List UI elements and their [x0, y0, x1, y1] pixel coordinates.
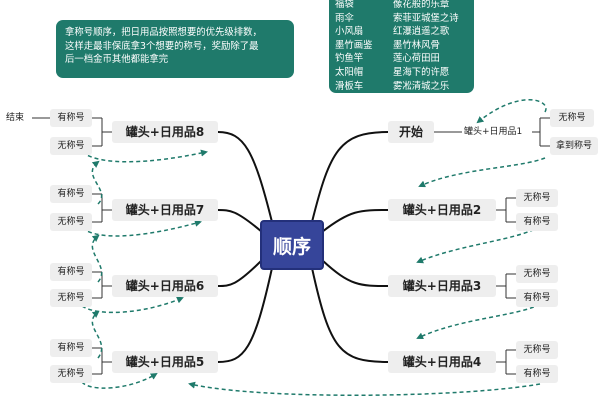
item-name: 福袋 — [335, 0, 354, 10]
start-sub-node: 罐头+日用品1 — [464, 127, 523, 137]
title-row: 雨伞 索菲亚城堡之诗 — [335, 12, 468, 26]
node-4-no-title: 无称号 — [516, 341, 558, 359]
item-name: 滑板车 — [335, 80, 364, 92]
branch-line-5 — [217, 267, 273, 363]
note-line: 后一档金币其他都能拿完 — [65, 54, 169, 66]
title-name: 像花般的乐章 — [393, 0, 450, 10]
title-row: 太阳帽 星海下的许愿 — [335, 66, 468, 80]
title-name: 莲心荷田田 — [393, 53, 440, 65]
node-item-4: 罐头+日用品4 — [388, 351, 496, 373]
thin-connectors — [32, 117, 550, 375]
info-note-left: 拿称号顺序，把日用品按照想要的优先级排数， 这样走最非保底拿3个想要的称号，奖励… — [56, 20, 294, 78]
note-line: 拿称号顺序，把日用品按照想要的优先级排数， — [65, 27, 262, 38]
node-8-no-title: 无称号 — [50, 137, 92, 155]
branch-line-6 — [217, 259, 263, 287]
title-row: 小风扇 红瀑逍遥之歌 — [335, 25, 468, 39]
title-name: 索菲亚城堡之诗 — [393, 12, 459, 24]
node-6-no-title: 无称号 — [50, 289, 92, 307]
node-3-no-title: 无称号 — [516, 265, 558, 283]
item-name: 钓鱼竿 — [335, 53, 364, 65]
start-node: 开始 — [388, 121, 434, 143]
node-5-has-title: 有称号 — [50, 339, 92, 357]
node-item-3: 罐头+日用品3 — [388, 275, 496, 297]
title-name: 雾凇清城之乐 — [393, 80, 450, 92]
node-6-has-title: 有称号 — [50, 263, 92, 281]
start-option-no-title: 无称号 — [550, 109, 594, 127]
start-option-got-title: 拿到称号 — [550, 137, 598, 155]
title-row: 福袋 像花般的乐章 — [335, 0, 468, 12]
center-node: 顺序 — [260, 220, 324, 270]
node-4-has-title: 有称号 — [516, 365, 558, 383]
node-8-has-title: 有称号 — [50, 109, 92, 127]
node-item-2: 罐头+日用品2 — [388, 199, 496, 221]
title-name: 红瀑逍遥之歌 — [393, 26, 450, 38]
branch-line-start — [311, 131, 389, 223]
node-7-has-title: 有称号 — [50, 185, 92, 203]
node-item-7: 罐头+日用品7 — [112, 199, 218, 221]
title-row: 滑板车 雾凇清城之乐 — [335, 80, 468, 94]
node-2-has-title: 有称号 — [516, 213, 558, 231]
node-item-6: 罐头+日用品6 — [112, 275, 218, 297]
title-name: 墨竹林风骨 — [393, 39, 440, 51]
node-2-no-title: 无称号 — [516, 189, 558, 207]
branch-line-8 — [217, 131, 273, 223]
branch-lines — [217, 131, 389, 363]
item-name: 太阳帽 — [335, 66, 364, 78]
node-item-8: 罐头+日用品8 — [112, 121, 218, 143]
item-name: 墨竹画鉴 — [335, 39, 373, 51]
note-line: 这样走最非保底拿3个想要的称号，奖励除了最 — [65, 40, 259, 52]
item-name: 雨伞 — [335, 12, 354, 24]
end-node: 结束 — [6, 113, 25, 123]
branch-line-4 — [311, 267, 389, 363]
title-row: 钓鱼竿 莲心荷田田 — [335, 52, 468, 66]
title-list-note: 福袋 像花般的乐章 雨伞 索菲亚城堡之诗 小风扇 红瀑逍遥之歌 墨竹画鉴 墨竹林风骨 钓… — [329, 0, 474, 93]
node-7-no-title: 无称号 — [50, 213, 92, 231]
branch-line-7 — [217, 209, 263, 233]
title-name: 星海下的许愿 — [393, 66, 450, 78]
item-name: 小风扇 — [335, 26, 364, 38]
branch-line-2 — [321, 209, 389, 233]
node-5-no-title: 无称号 — [50, 365, 92, 383]
node-item-5: 罐头+日用品5 — [112, 351, 218, 373]
title-row: 墨竹画鉴 墨竹林风骨 — [335, 39, 468, 53]
branch-line-3 — [321, 259, 389, 287]
node-3-has-title: 有称号 — [516, 289, 558, 307]
